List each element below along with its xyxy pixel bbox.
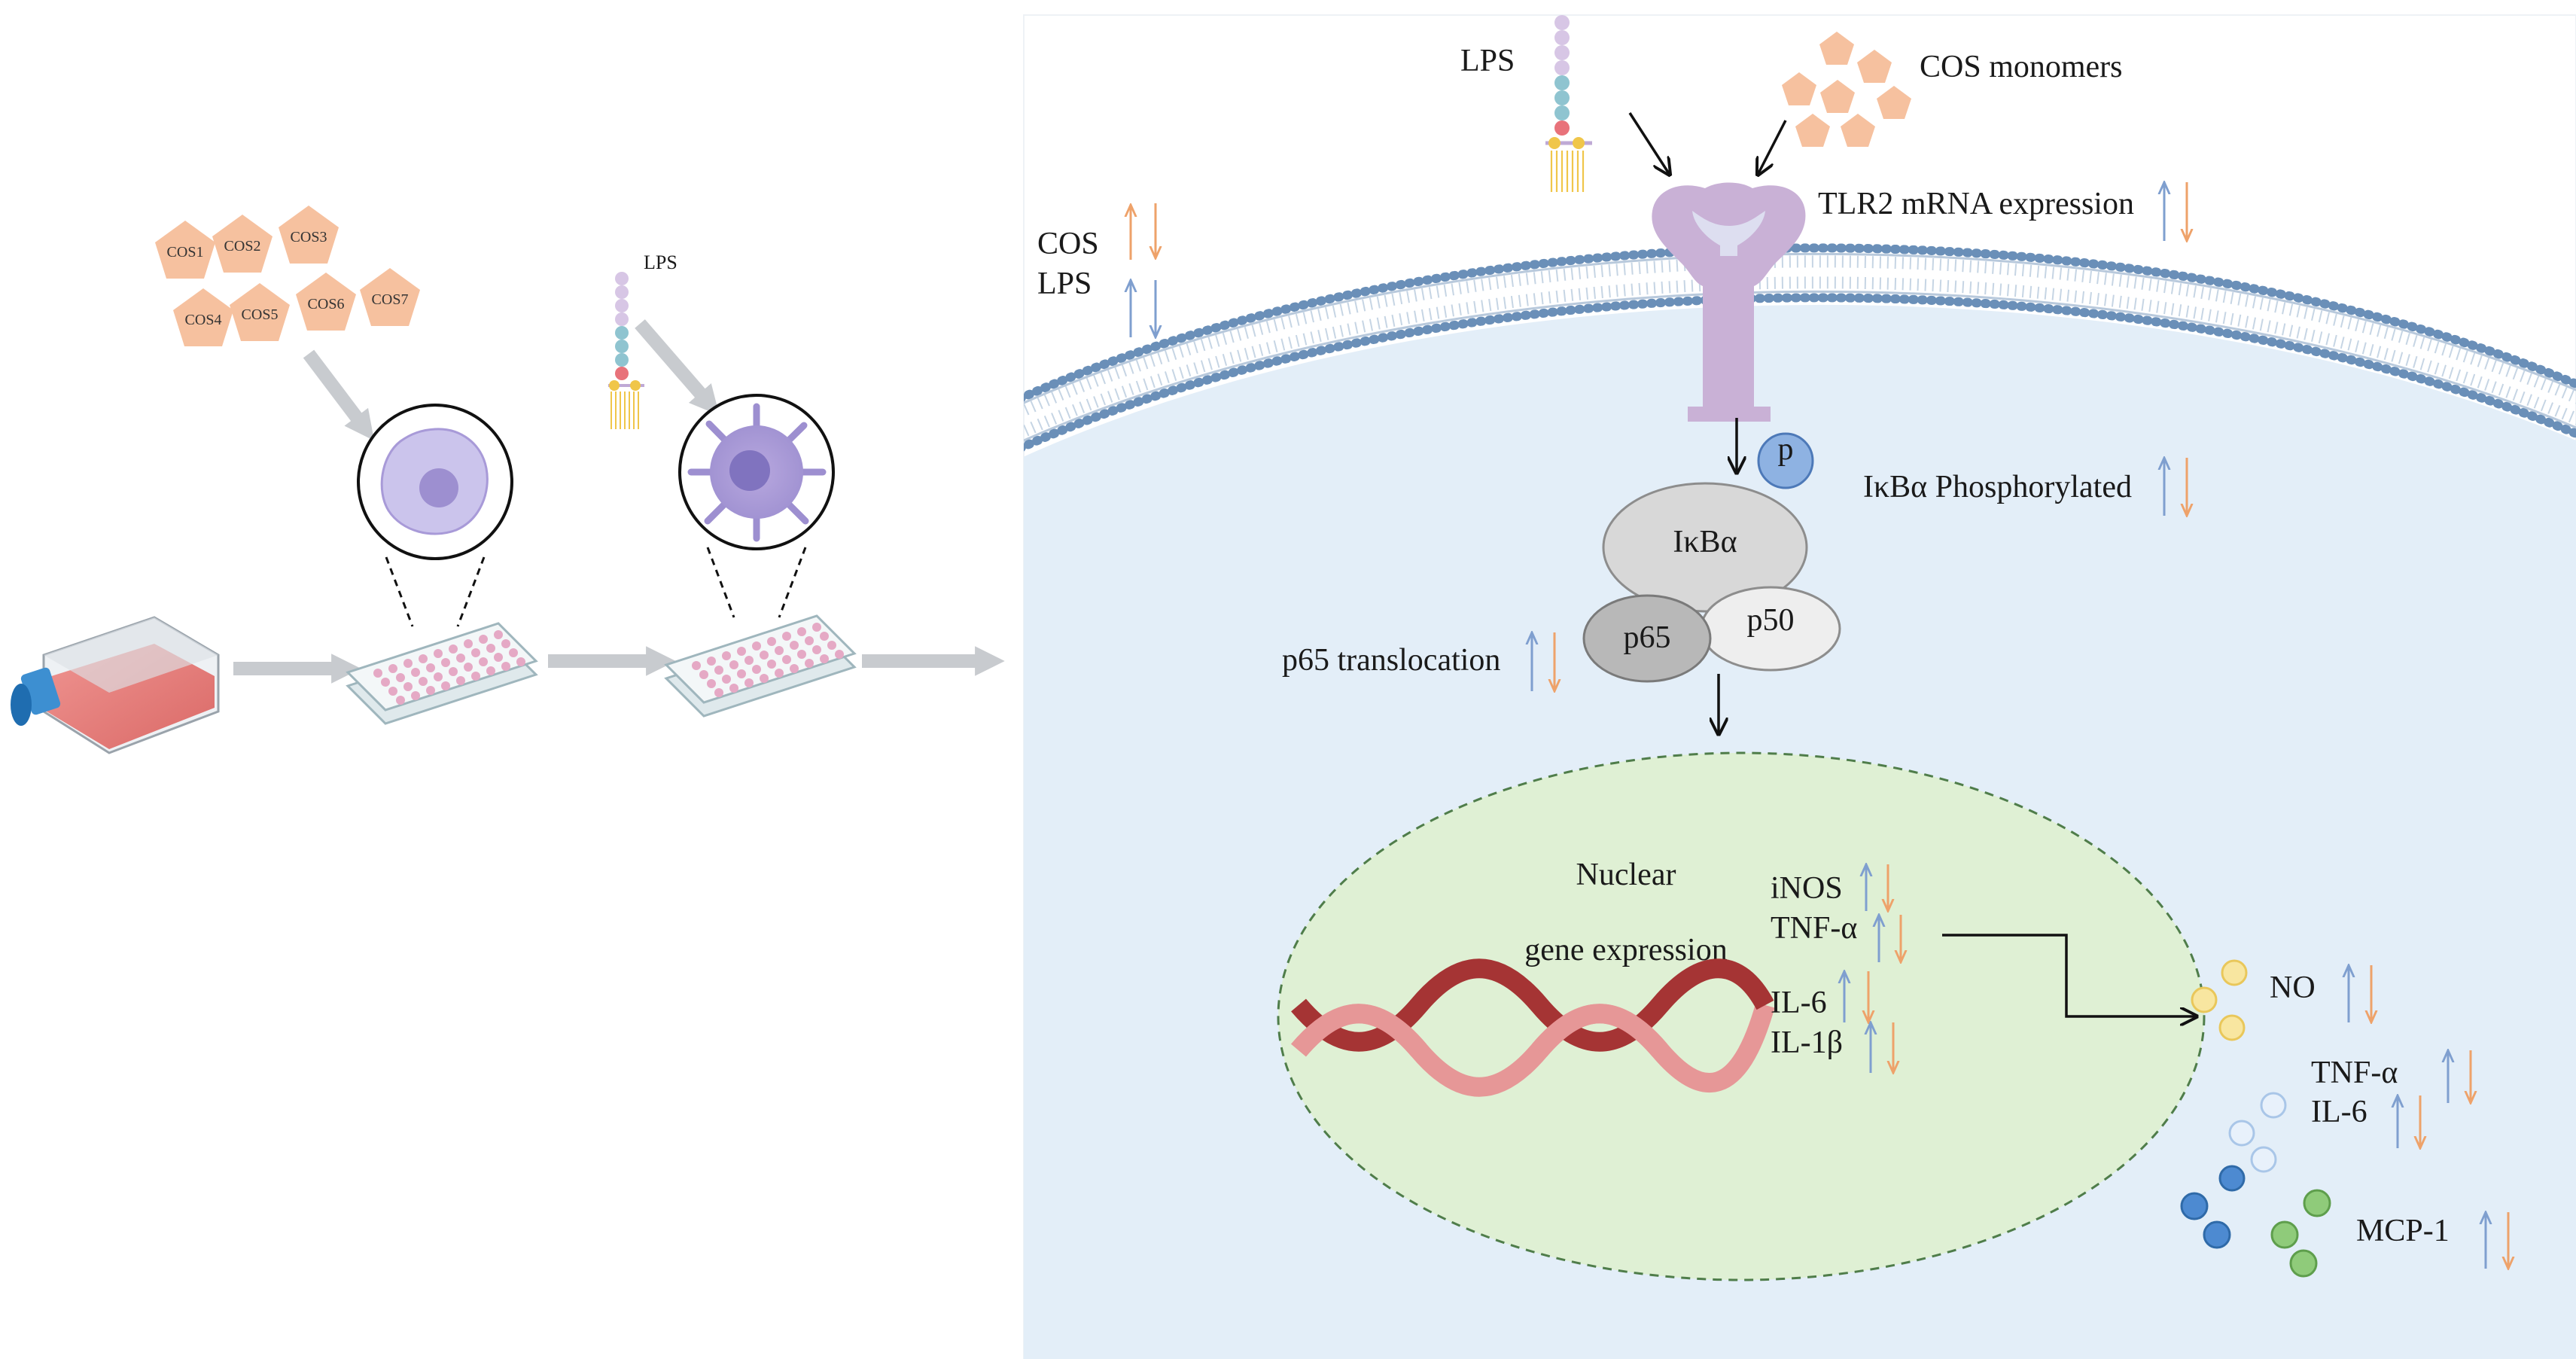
activated-macrophage-icon (678, 394, 835, 618)
gene-il1b-change-arrows (1871, 1022, 1893, 1073)
cos4-label: COS4 (185, 312, 222, 328)
output-tnf-label: TNF-α (2311, 1056, 2398, 1090)
well-plate-2-icon (664, 614, 857, 718)
phosphate-group-icon: p (1757, 432, 1814, 489)
p65-translocation-label: p65 translocation (1282, 643, 1500, 678)
nucleus-to-secretion-arrow (1942, 934, 2197, 1016)
pathway-panel: LPS COS monomers (1023, 14, 2576, 1359)
left-lps-molecule-icon (608, 272, 644, 429)
ikba-label: IκBα (1673, 525, 1737, 559)
p50-label: p50 (1747, 603, 1795, 638)
nucleus (1277, 751, 2206, 1281)
tlr2-mrna-label: TLR2 mRNA expression (1818, 187, 2134, 221)
gene-il1b-label: IL-1β (1771, 1025, 1843, 1060)
phosphate-label: p (1778, 432, 1794, 467)
cytokine-particles-icon (2218, 1092, 2287, 1192)
legend-lps-arrows (1131, 280, 1156, 337)
cos7-label: COS7 (372, 291, 409, 308)
lps-to-cell-arrow (635, 319, 720, 416)
p65-translocation-change-arrows (1532, 632, 1554, 691)
p65-protein (1582, 594, 1712, 683)
culture-flask-icon (11, 616, 220, 754)
gene-il6-change-arrows (1844, 971, 1868, 1022)
tlr2-receptor-icon (1652, 182, 1806, 422)
dna-helix-icon (1291, 958, 1775, 1097)
gene-il6-label: IL-6 (1771, 986, 1827, 1020)
left-lps-label: LPS (644, 251, 677, 273)
cos1-label: COS1 (167, 244, 204, 261)
output-no-label: NO (2270, 970, 2316, 1005)
cos-monomers-label: COS monomers (1920, 50, 2123, 84)
cos-to-receptor-arrow (1758, 120, 1787, 175)
output-il6-label: IL-6 (2311, 1095, 2367, 1129)
nucleus-title-line2: gene expression (1524, 933, 1727, 967)
p65-label: p65 (1624, 620, 1671, 655)
gene-tnf-change-arrows (1879, 915, 1901, 962)
no-change-arrows (2349, 965, 2371, 1022)
legend-cos-arrows (1131, 203, 1156, 260)
tlr2-change-arrows (2164, 182, 2187, 241)
left-workflow-panel: COS1 COS2 COS3 COS4 COS5 COS6 (11, 206, 1005, 754)
pathway-lps-label: LPS (1460, 44, 1515, 78)
cos1-pentagon: COS1 (155, 221, 215, 279)
mcp1-particles-icon (2180, 1189, 2331, 1278)
gene-tnf-label: TNF-α (1771, 911, 1857, 946)
cos3-label: COS3 (291, 229, 327, 245)
cos2-pentagon: COS2 (212, 215, 273, 273)
cos6-label: COS6 (308, 296, 345, 312)
ikba-phosphorylated-label: IκBα Phosphorylated (1863, 470, 2132, 504)
legend-cos-label: COS (1037, 227, 1099, 261)
cos3-pentagon: COS3 (279, 206, 339, 264)
cos-monomers-icon (1782, 32, 1911, 147)
mcp1-change-arrows (2486, 1212, 2508, 1269)
ikba-nfkb-complex: IκBα p50 p65 (1582, 482, 1841, 683)
cos5-pentagon: COS5 (230, 283, 290, 341)
resting-macrophage-icon (357, 404, 513, 627)
gene-inos-label: iNOS (1771, 871, 1843, 906)
output-mcp1-label: MCP-1 (2356, 1214, 2450, 1248)
cos-to-cell-arrow (303, 349, 375, 441)
lps-to-receptor-arrow (1628, 112, 1670, 175)
ikba-phospho-change-arrows (2164, 458, 2187, 516)
cos-pentagon-cluster: COS1 COS2 COS3 COS4 COS5 COS6 (155, 206, 420, 346)
gene-inos-change-arrows (1866, 864, 1888, 911)
cos4-pentagon: COS4 (173, 288, 233, 346)
ikba-protein (1602, 482, 1808, 613)
cos2-label: COS2 (224, 238, 261, 254)
legend-lps-label: LPS (1037, 267, 1092, 301)
cos6-pentagon: COS6 (296, 273, 356, 331)
pathway-lps-molecule-icon (1545, 15, 1592, 192)
no-molecules-icon (2191, 959, 2248, 1041)
well-plate-1-icon (346, 622, 538, 725)
cos7-pentagon: COS7 (360, 268, 420, 326)
cos5-label: COS5 (242, 306, 279, 323)
cell-membrane (1024, 243, 2576, 452)
nucleus-title-line1: Nuclear (1576, 858, 1676, 892)
il6-output-change-arrows (2398, 1095, 2420, 1148)
tnf-output-change-arrows (2448, 1050, 2471, 1103)
